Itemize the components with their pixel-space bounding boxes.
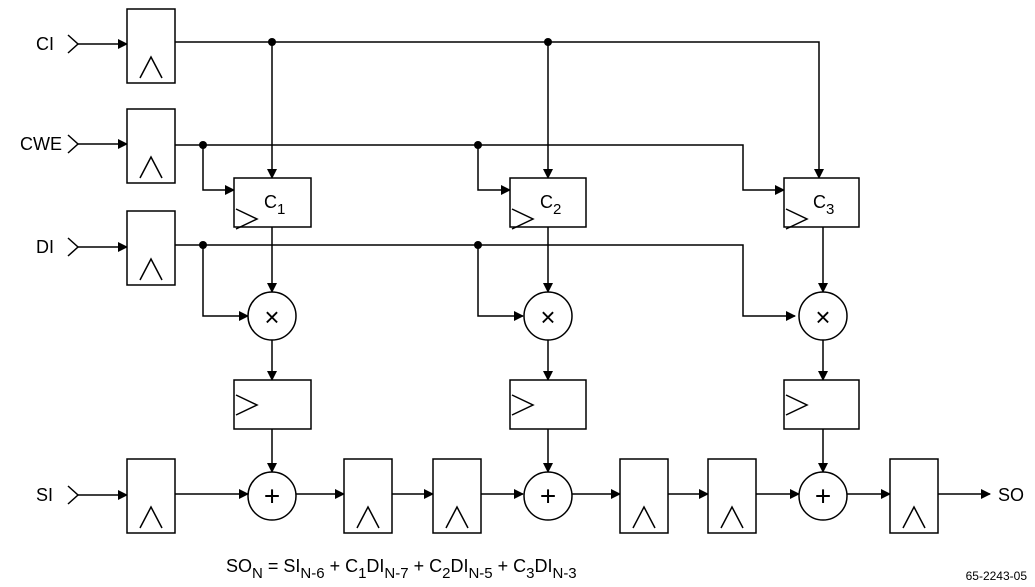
adder-icon [798,471,848,521]
cwe-junction-dot [474,141,482,149]
multiply-symbol: × [540,302,555,332]
coefficient-register-c1 [233,177,312,230]
figure-id: 65-2243-05 [966,569,1028,583]
di-junction-dot [199,241,207,249]
delay-register [432,458,482,534]
so-output-label: SO [998,485,1024,505]
cwe-input-label: CWE [20,134,62,154]
multiplier-icon [798,291,848,341]
coefficient-label-c1: C1 [264,192,285,218]
product-register [233,379,312,430]
adder-icon [523,471,573,521]
delay-register [343,458,393,534]
si-input-label: SI [36,485,53,505]
multiply-symbol: × [815,302,830,332]
output-register [889,458,939,534]
add-symbol: + [815,481,831,512]
multiplier-icon [523,291,573,341]
ci-input-pin-icon [67,34,80,54]
coefficient-register-c3 [783,177,860,230]
multiply-symbol: × [264,302,279,332]
ci-junction-dot [268,38,276,46]
delay-register [619,458,669,534]
di-input-label: DI [36,237,54,257]
cwe-junction-dot [199,141,207,149]
ci-input-label: CI [36,34,54,54]
di-junction-dot [474,241,482,249]
coefficient-label-c2: C2 [540,192,561,218]
transfer-equation: SON = SIN-6 + C1DIN-7 + C2DIN-5 + C3DIN-… [226,556,577,582]
delay-register [707,458,757,534]
adder-icon [247,471,297,521]
di-input-pin-icon [67,237,80,257]
cwe-input-pin-icon [67,134,80,154]
si-input-pin-icon [67,485,80,505]
product-register [509,379,587,430]
coefficient-label-c3: C3 [813,192,834,218]
ci-junction-dot [544,38,552,46]
add-symbol: + [264,481,280,512]
ci-input-register [126,8,176,84]
product-register [783,379,860,430]
si-input-register [126,458,176,534]
multiplier-icon [247,291,297,341]
cwe-input-register [126,108,176,184]
coefficient-register-c2 [509,177,587,230]
add-symbol: + [540,481,556,512]
di-input-register [126,210,176,286]
